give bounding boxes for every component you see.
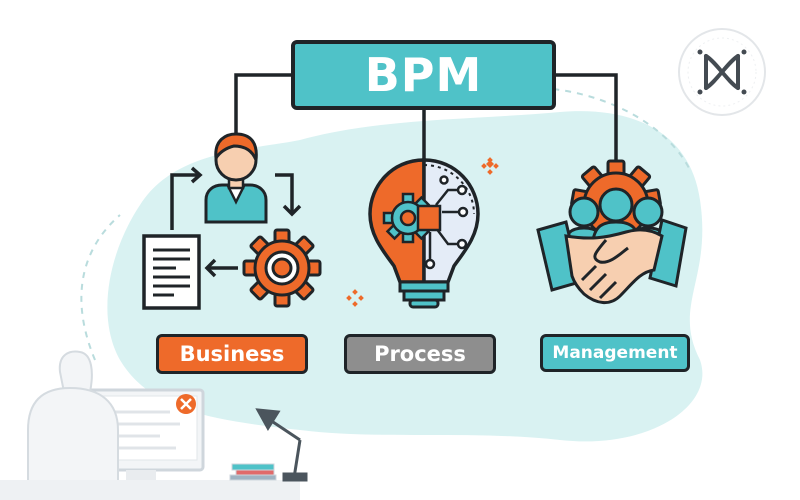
lamp-icon [255, 408, 308, 482]
management-icons [536, 159, 688, 304]
error-icon [176, 394, 196, 414]
process-icons [368, 158, 480, 309]
logo-icon [678, 28, 766, 116]
bpm-title: BPM [364, 48, 483, 102]
arrow-icon [170, 166, 302, 278]
management-label: Management [552, 343, 678, 363]
business-label-box: Business [156, 334, 308, 374]
document-icon [142, 234, 201, 310]
books-icon [229, 463, 277, 481]
business-label: Business [179, 342, 285, 366]
process-label: Process [374, 342, 466, 366]
gear-icon [242, 228, 322, 308]
chair-icon [27, 350, 119, 500]
sparkle-icon [346, 157, 499, 307]
management-label-box: Management [540, 334, 690, 372]
handshake-icon [536, 218, 688, 304]
dashed-orbit [469, 86, 691, 171]
process-label-box: Process [344, 334, 496, 374]
user-icon [204, 132, 268, 224]
business-icons [142, 132, 322, 310]
connector-lines [234, 73, 618, 168]
desk-scene [0, 350, 308, 500]
bpm-title-box: BPM [291, 40, 556, 110]
circuit-icon [416, 175, 469, 270]
